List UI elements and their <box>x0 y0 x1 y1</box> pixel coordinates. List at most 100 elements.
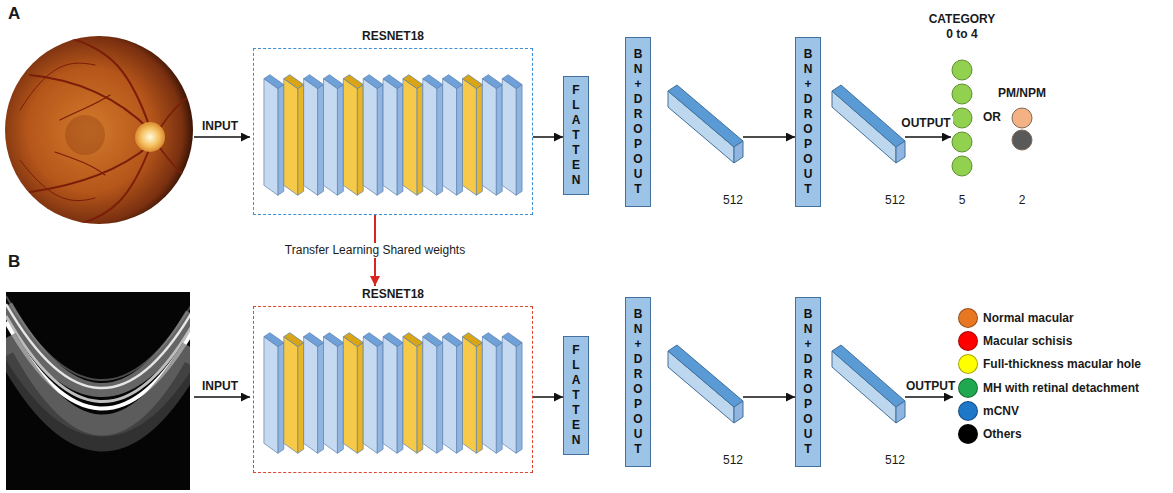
panel-letter: A <box>8 4 20 24</box>
input-label: INPUT <box>202 119 238 134</box>
conv-layer <box>324 75 344 196</box>
unit-count: 512 <box>885 193 905 207</box>
output-arrow <box>905 396 953 398</box>
dense-slab <box>832 85 905 165</box>
conv-layer <box>423 75 443 196</box>
layer-name: BN+DROPOUT <box>632 47 644 197</box>
output-neurons: PM/NPM2 <box>1012 108 1032 150</box>
neuron <box>952 108 972 128</box>
dense-layer: 512 <box>832 345 905 425</box>
legend-swatch <box>958 354 978 374</box>
neuron-column <box>1012 108 1032 150</box>
dense-slab <box>668 345 743 425</box>
legend-text: Others <box>983 426 1022 442</box>
neuron <box>952 132 972 152</box>
layer-bar: BN+DROPOUT <box>625 37 651 207</box>
conv-layer <box>502 75 522 196</box>
unit-count: 512 <box>885 453 905 467</box>
dense-layer: 512 <box>832 85 905 165</box>
input-label: INPUT <box>202 379 238 394</box>
panel-letter: B <box>8 252 20 272</box>
resnet-block: RESNET18 <box>253 286 533 473</box>
conv-layer <box>264 75 284 196</box>
layer-bar: BN+DROPOUT <box>795 297 821 467</box>
dashed-frame <box>253 306 533 473</box>
dashed-frame <box>253 48 533 215</box>
layer-bar: BN+DROPOUT <box>625 297 651 467</box>
conv-layer <box>403 333 423 454</box>
conv-layer <box>284 333 304 454</box>
block-title: RESNET18 <box>253 28 533 44</box>
edge-arrow <box>743 396 795 398</box>
legend-text: MH with retinal detachment <box>983 380 1139 396</box>
dense-slab <box>668 85 743 165</box>
layer-bar: FLATTEN <box>563 336 589 455</box>
legend-text: Macular schisis <box>983 333 1072 349</box>
dense-slab <box>832 345 905 425</box>
unit-count: 512 <box>723 453 743 467</box>
neuron <box>952 156 972 176</box>
or-label: OR <box>983 110 1001 125</box>
input-arrow <box>194 396 250 398</box>
legend-text: Normal macular <box>983 310 1074 326</box>
conv-layer <box>363 75 383 196</box>
output-neurons: CATEGORY 0 to 45 <box>951 59 973 177</box>
dense-layer: 512 <box>668 345 743 425</box>
conv-layer <box>482 333 502 454</box>
neuron <box>1012 130 1032 150</box>
conv-layer <box>383 333 403 454</box>
conv-layer <box>423 333 443 454</box>
conv-layer <box>482 75 502 196</box>
layer-bar: FLATTEN <box>563 76 589 195</box>
fundus-photo <box>5 36 195 224</box>
conv-layer <box>502 333 522 454</box>
output-size: 5 <box>947 193 977 207</box>
conv-layer <box>343 333 363 454</box>
conv-layer <box>304 75 324 196</box>
resnet-block: RESNET18 <box>253 28 533 215</box>
edge-arrow <box>743 136 795 138</box>
layer-name: BN+DROPOUT <box>632 307 644 457</box>
unit-count: 512 <box>723 193 743 207</box>
conv-layer <box>463 333 483 454</box>
layer-name: FLATTEN <box>570 343 582 448</box>
layer-name: BN+DROPOUT <box>802 307 814 457</box>
output-size: 2 <box>1007 193 1037 207</box>
legend-text: Full-thickness macular hole <box>983 356 1141 372</box>
layer-bar: BN+DROPOUT <box>795 37 821 207</box>
conv-layer <box>463 75 483 196</box>
layer-stack <box>254 49 532 214</box>
conv-layer <box>324 333 344 454</box>
conv-layer <box>383 75 403 196</box>
layer-stack <box>254 307 532 472</box>
output-label: OUTPUT <box>906 379 955 394</box>
output-title: PM/NPM <box>992 86 1052 101</box>
conv-layer <box>403 75 423 196</box>
layer-name: FLATTEN <box>570 83 582 188</box>
conv-layer <box>304 333 324 454</box>
legend-swatch <box>958 308 978 328</box>
conv-layer <box>363 333 383 454</box>
neuron-column <box>951 59 973 177</box>
edge-arrow <box>533 136 563 138</box>
legend-swatch <box>958 424 978 444</box>
legend-swatch <box>958 401 978 421</box>
conv-layer <box>264 333 284 454</box>
oct-scan <box>6 292 192 490</box>
dense-layer: 512 <box>668 85 743 165</box>
neuron <box>952 60 972 80</box>
legend-text: mCNV <box>983 403 1019 419</box>
block-title: RESNET18 <box>253 286 533 302</box>
edge-arrow <box>905 136 951 138</box>
layer-name: BN+DROPOUT <box>802 47 814 197</box>
edge-label: OUTPUT <box>899 116 952 131</box>
conv-layer <box>343 75 363 196</box>
edge-label: Transfer Learning Shared weights <box>283 243 467 258</box>
edge-arrow <box>533 396 563 398</box>
conv-layer <box>284 75 304 196</box>
conv-layer <box>443 75 463 196</box>
conv-layer <box>443 333 463 454</box>
output-title: CATEGORY 0 to 4 <box>927 12 997 42</box>
neuron <box>952 84 972 104</box>
